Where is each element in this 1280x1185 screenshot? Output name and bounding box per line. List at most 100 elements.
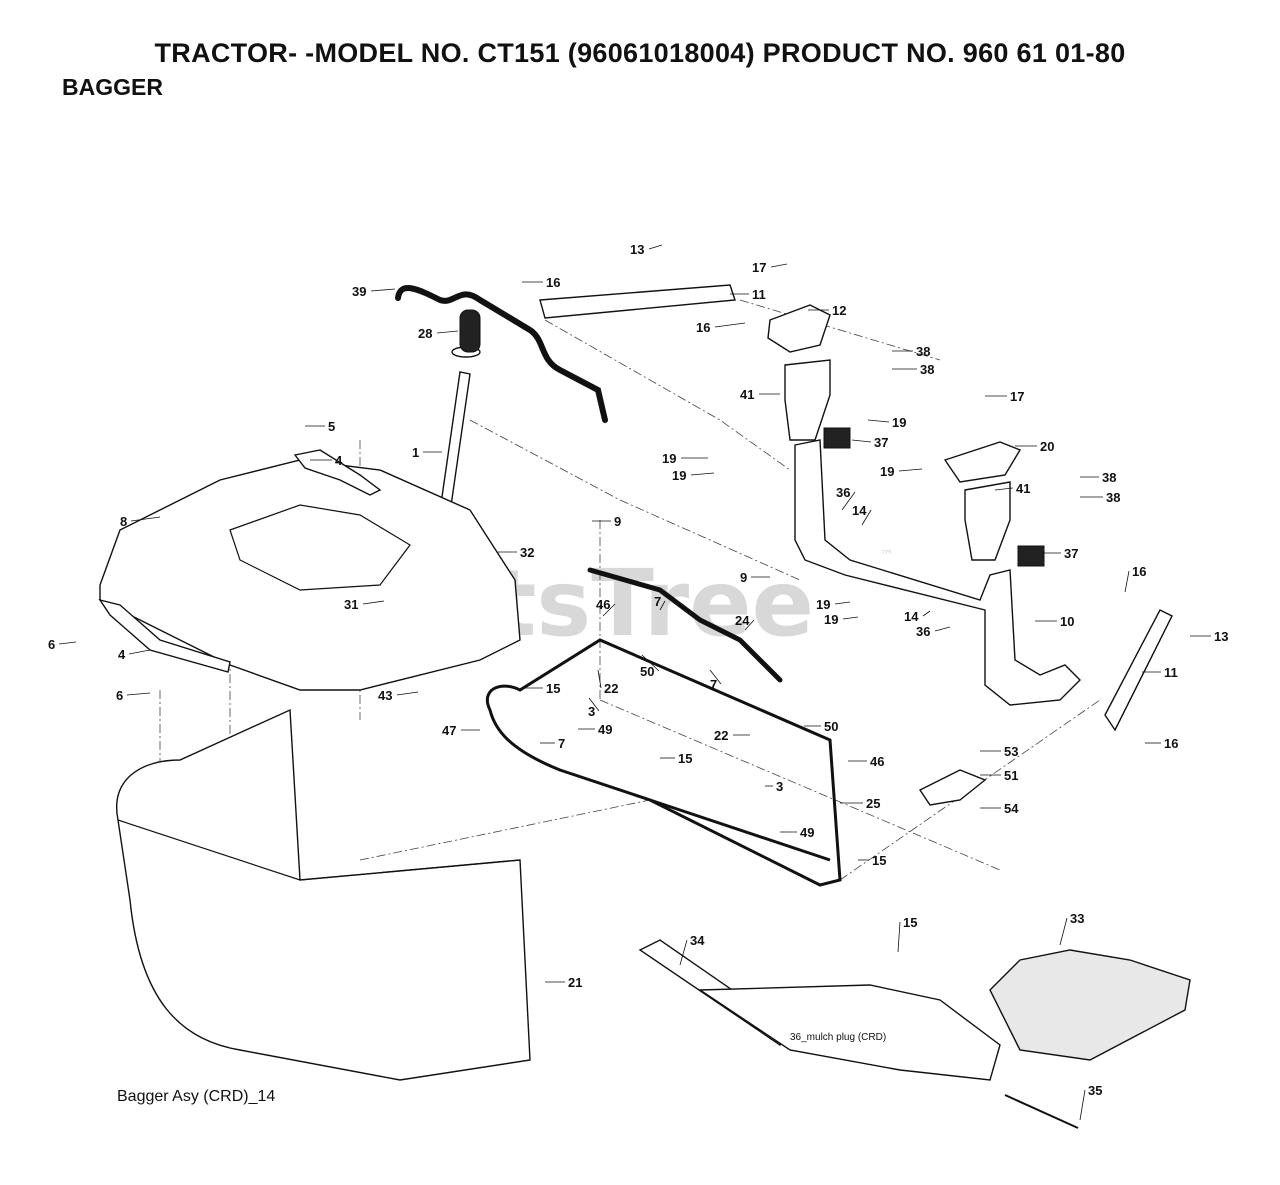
callout-c51: 51 (1004, 768, 1018, 783)
callout-c13b: 13 (1214, 629, 1228, 644)
callout-c34: 34 (690, 933, 705, 948)
callout-c38c: 38 (1102, 470, 1116, 485)
callout-c49a: 49 (598, 722, 612, 737)
callout-c47: 47 (442, 723, 456, 738)
callout-c6b: 6 (116, 688, 123, 703)
diagram-caption: Bagger Asy (CRD)_14 (117, 1088, 276, 1105)
callout-c38b: 38 (920, 362, 934, 377)
watermark-trademark: ™ (880, 548, 894, 564)
bag-cover (99, 459, 521, 691)
callout-c5: 5 (328, 419, 335, 434)
callout-c15d: 15 (903, 915, 917, 930)
callout-leader-c14b (922, 610, 931, 617)
callout-c14b: 14 (904, 609, 919, 624)
tube-plug-upper (823, 427, 851, 449)
bag-cover-recess (229, 504, 411, 591)
page-subtitle: BAGGER (62, 74, 163, 100)
callout-c10: 10 (1060, 614, 1074, 629)
callout-c38d: 38 (1106, 490, 1120, 505)
callout-leader-c19f (842, 616, 859, 620)
callout-c6a: 6 (48, 637, 55, 652)
callout-leader-c24 (744, 619, 755, 631)
callout-c46b: 46 (870, 754, 884, 769)
callout-c53: 53 (1004, 744, 1018, 759)
callout-c54: 54 (1004, 801, 1019, 816)
lower-frame-loop (485, 638, 842, 887)
callout-c19f: 19 (824, 612, 838, 627)
callout-c20: 20 (1040, 439, 1054, 454)
callout-leader-c6b (126, 692, 151, 696)
callout-leader-c8 (130, 516, 161, 522)
callout-c35: 35 (1088, 1083, 1102, 1098)
callout-c4b: 4 (118, 647, 126, 662)
callout-leader-c35 (1079, 1089, 1086, 1121)
mounting-bracket-top (539, 284, 736, 319)
callout-c46a: 46 (596, 597, 610, 612)
callout-leader-c33 (1059, 917, 1068, 946)
callout-c12: 12 (832, 303, 846, 318)
callout-c19a: 19 (892, 415, 906, 430)
callout-c38a: 38 (916, 344, 930, 359)
callout-c11b: 11 (1164, 665, 1178, 680)
callout-leader-c41b (994, 487, 1014, 491)
callout-c7a: 7 (654, 594, 661, 609)
callout-c31: 31 (344, 597, 358, 612)
callout-leader-c22a (597, 669, 602, 689)
callout-c1: 1 (412, 445, 419, 460)
hinge-bracket-lower (964, 481, 1011, 561)
frame-crossbar (649, 798, 831, 862)
callout-c15c: 15 (872, 853, 886, 868)
callout-c33: 33 (1070, 911, 1084, 926)
hinge-bracket-upper (784, 359, 831, 441)
cover-handle-side (98, 598, 231, 673)
latch-bracket (918, 769, 987, 806)
mulch-pin (1004, 1094, 1079, 1129)
upper-handle-rod (395, 285, 608, 423)
callout-c19e: 19 (816, 597, 830, 612)
handle-grip (451, 309, 481, 358)
callout-c41b: 41 (1016, 481, 1030, 496)
callout-c36b: 36 (916, 624, 930, 639)
callout-c19d: 19 (880, 464, 894, 479)
callout-leader-c28 (436, 330, 459, 334)
callout-c43: 43 (378, 688, 392, 703)
callout-c15b: 15 (678, 751, 692, 766)
callout-c24: 24 (735, 613, 750, 628)
callout-leader-c36a (841, 491, 856, 511)
callout-c17a: 17 (752, 260, 766, 275)
callout-leader-c16b (714, 322, 746, 328)
grass-bag-rim (117, 819, 521, 881)
callout-leader-c37a (851, 439, 872, 443)
discharge-chute (989, 949, 1191, 1061)
callout-c19b: 19 (662, 451, 676, 466)
mulch-plug-label: 36_mulch plug (CRD) (790, 1032, 886, 1043)
callout-leader-c39 (370, 288, 396, 292)
callout-leader-c6a (58, 641, 77, 645)
callout-leader-c7b (709, 669, 722, 685)
lower-frame-rod (587, 567, 783, 683)
callout-leader-c14a (861, 509, 872, 526)
callout-c9a: 9 (614, 514, 621, 529)
callout-leader-c43 (396, 691, 419, 696)
callout-c50a: 50 (640, 664, 654, 679)
callout-c11a: 11 (752, 287, 766, 302)
callout-leader-c19a (867, 419, 890, 423)
callout-leader-c19d (898, 468, 923, 472)
callout-c50b: 50 (824, 719, 838, 734)
callout-c41a: 41 (740, 387, 754, 402)
callout-c21: 21 (568, 975, 582, 990)
callout-c16a: 16 (546, 275, 560, 290)
callout-leader-c4b (128, 649, 151, 655)
grass-bag (116, 708, 531, 1081)
callout-leader-c36b (934, 626, 951, 632)
callout-c36a: 36 (836, 485, 850, 500)
callout-leader-c16c (1124, 570, 1130, 593)
callout-c49b: 49 (800, 825, 814, 840)
callout-c39: 39 (352, 284, 366, 299)
tube-plug-lower (1017, 545, 1045, 567)
callout-c13a: 13 (630, 242, 644, 257)
callout-c8: 8 (120, 514, 127, 529)
callout-c16d: 16 (1164, 736, 1178, 751)
